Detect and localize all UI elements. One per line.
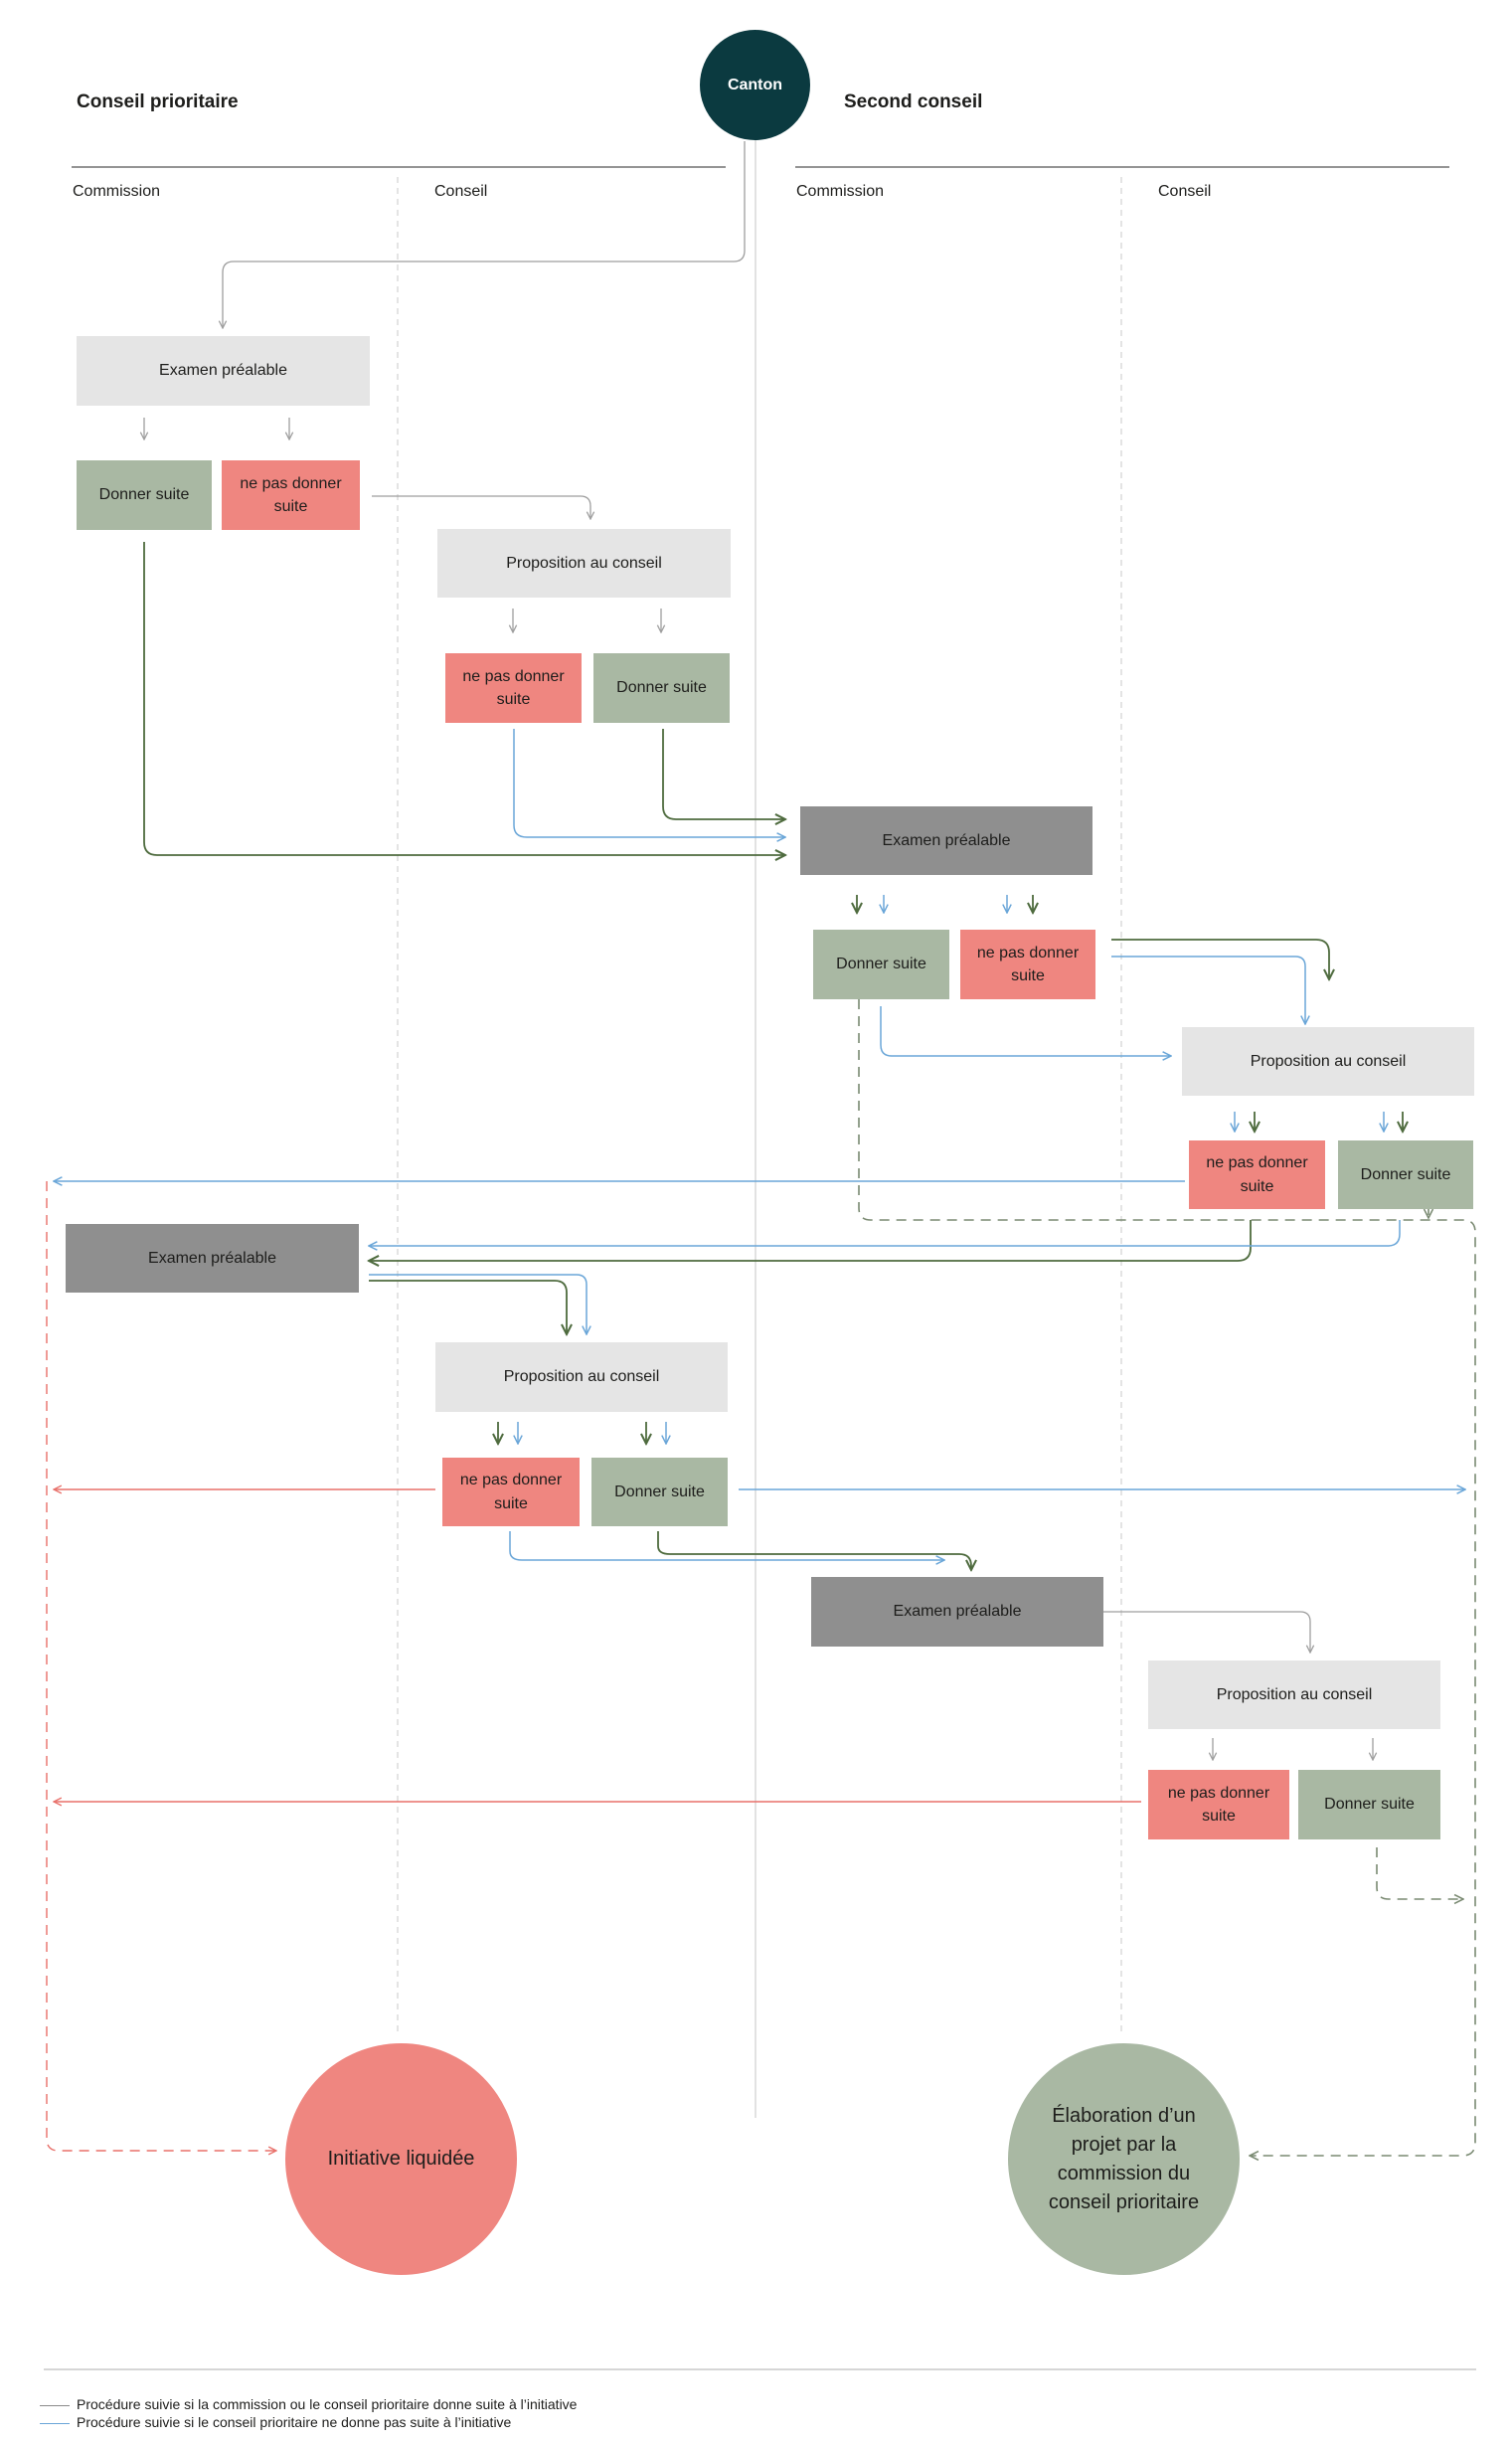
left-column-title: Conseil prioritaire bbox=[77, 91, 239, 112]
donner-suite-box: Donner suite bbox=[77, 460, 212, 530]
ne-pas-donner-suite-box: ne pas donner suite bbox=[960, 930, 1095, 999]
right-column-title: Second conseil bbox=[844, 91, 983, 112]
legend-swatch-green bbox=[40, 2405, 70, 2406]
donner-suite-box: Donner suite bbox=[1298, 1770, 1440, 1839]
red-connectors bbox=[46, 1181, 1141, 2151]
grey-connectors bbox=[144, 141, 1373, 1760]
donner-suite-box: Donner suite bbox=[813, 930, 949, 999]
green-connectors bbox=[143, 542, 1403, 1570]
donner-suite-box: Donner suite bbox=[1338, 1140, 1473, 1209]
donner-suite-box: Donner suite bbox=[593, 653, 730, 723]
ne-pas-donner-suite-box: ne pas donner suite bbox=[1148, 1770, 1289, 1839]
elaboration-projet-circle: Élaboration d’un projet par la commissio… bbox=[1008, 2043, 1240, 2275]
left-commission-label: Commission bbox=[73, 183, 161, 200]
left-conseil-label: Conseil bbox=[434, 183, 488, 200]
ne-pas-donner-suite-box: ne pas donner suite bbox=[445, 653, 582, 723]
proposition-au-conseil-box: Proposition au conseil bbox=[435, 1342, 728, 1412]
blue-connectors bbox=[54, 729, 1465, 1560]
proposition-au-conseil-box: Proposition au conseil bbox=[1182, 1027, 1474, 1096]
ne-pas-donner-suite-box: ne pas donner suite bbox=[222, 460, 360, 530]
ne-pas-donner-suite-box: ne pas donner suite bbox=[1189, 1140, 1325, 1209]
right-conseil-label: Conseil bbox=[1158, 183, 1212, 200]
initiative-liquidee-circle: Initiative liquidée bbox=[285, 2043, 517, 2275]
ne-pas-donner-suite-box: ne pas donner suite bbox=[442, 1458, 580, 1526]
canton-node: Canton bbox=[700, 30, 810, 140]
proposition-au-conseil-box: Proposition au conseil bbox=[1148, 1660, 1440, 1729]
examen-prealable-box: Examen préalable bbox=[800, 806, 1092, 875]
legend-swatch-blue bbox=[40, 2423, 70, 2424]
examen-prealable-box: Examen préalable bbox=[77, 336, 370, 406]
legend-text-blue: Procédure suivie si le conseil prioritai… bbox=[77, 2414, 512, 2430]
examen-prealable-box: Examen préalable bbox=[811, 1577, 1103, 1647]
donner-suite-box: Donner suite bbox=[591, 1458, 728, 1526]
examen-prealable-box: Examen préalable bbox=[66, 1224, 359, 1293]
column-dividers bbox=[397, 139, 1122, 2118]
right-commission-label: Commission bbox=[796, 183, 885, 200]
legend-text-green: Procédure suivie si la commission ou le … bbox=[77, 2396, 578, 2412]
proposition-au-conseil-box: Proposition au conseil bbox=[437, 529, 731, 598]
